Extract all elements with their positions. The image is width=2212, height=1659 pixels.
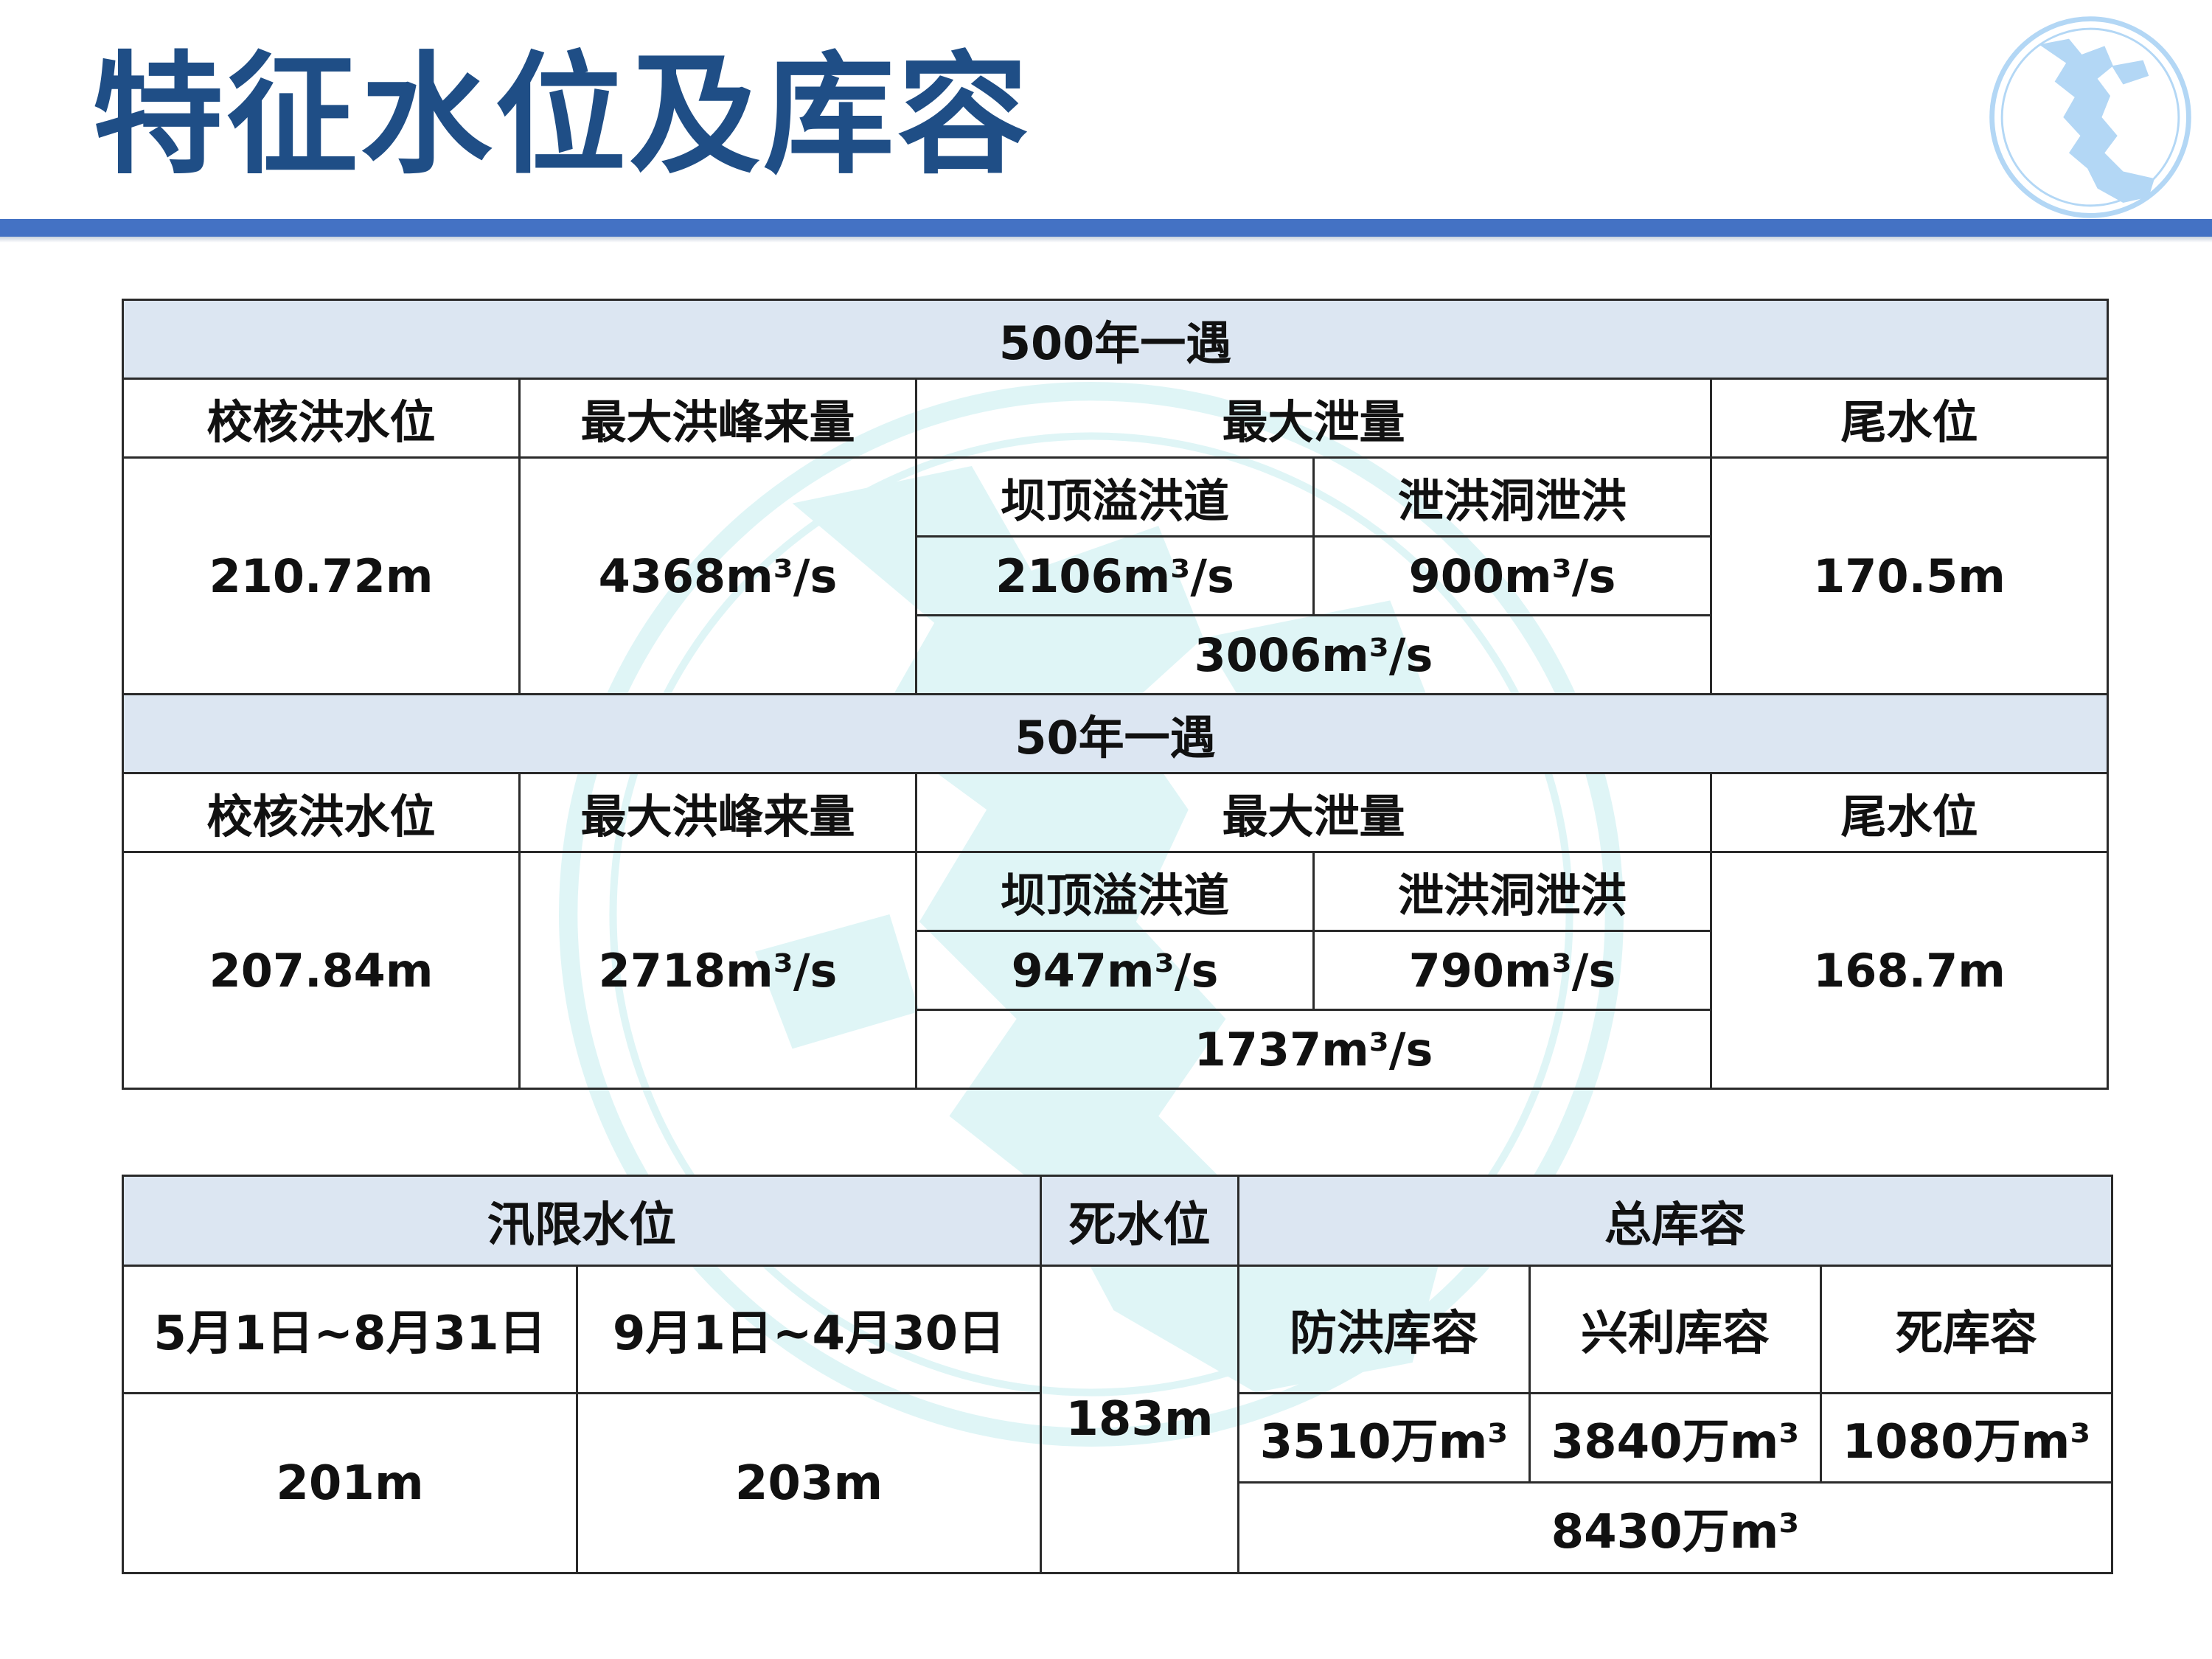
value-max-peak-inflow: 4368m³/s xyxy=(518,456,917,695)
value-non-flood-season-level: 203m xyxy=(576,1392,1042,1574)
value-flood-season-level: 201m xyxy=(122,1392,578,1574)
value-check-flood-level: 210.72m xyxy=(122,456,521,695)
header-total-storage: 总库容 xyxy=(1237,1175,2113,1267)
header-flood-limit-level: 汛限水位 xyxy=(122,1175,1042,1267)
header-max-discharge: 最大泄量 xyxy=(915,772,1712,853)
flood-characteristics-table: 500年一遇 校核洪水位 最大洪峰来量 最大泄量 尾水位 210.72m 436… xyxy=(121,299,2110,1090)
subheader-crest-spillway: 坝顶溢洪道 xyxy=(915,851,1315,932)
header-tailwater-level: 尾水位 xyxy=(1709,378,2110,459)
value-flood-tunnel: 900m³/s xyxy=(1312,535,1712,616)
header-max-discharge: 最大泄量 xyxy=(915,378,1712,459)
value-total-discharge: 3006m³/s xyxy=(915,614,1712,695)
header-max-peak-inflow: 最大洪峰来量 xyxy=(518,772,917,853)
label-flood-control-storage: 防洪库容 xyxy=(1237,1265,1531,1394)
value-tailwater-level: 168.7m xyxy=(1709,851,2110,1090)
value-flood-tunnel: 790m³/s xyxy=(1312,930,1712,1011)
value-dead-water-level: 183m xyxy=(1040,1265,1239,1574)
subheader-crest-spillway: 坝顶溢洪道 xyxy=(915,456,1315,538)
storage-capacity-table: 汛限水位 死水位 总库容 5月1日~8月31日 9月1日~4月30日 183m … xyxy=(122,1175,2113,1574)
value-max-peak-inflow: 2718m³/s xyxy=(518,851,917,1090)
period-non-flood-season: 9月1日~4月30日 xyxy=(576,1265,1042,1394)
value-beneficial-storage: 3840万m³ xyxy=(1528,1392,1822,1484)
value-flood-control-storage: 3510万m³ xyxy=(1237,1392,1531,1484)
period-flood-season: 5月1日~8月31日 xyxy=(122,1265,578,1394)
label-dead-storage: 死库容 xyxy=(1820,1265,2113,1394)
value-crest-spillway: 947m³/s xyxy=(915,930,1315,1011)
value-check-flood-level: 207.84m xyxy=(122,851,521,1090)
header-max-peak-inflow: 最大洪峰来量 xyxy=(518,378,917,459)
value-total-discharge: 1737m³/s xyxy=(915,1009,1712,1090)
label-beneficial-storage: 兴利库容 xyxy=(1528,1265,1822,1394)
page-title: 特征水位及库容 xyxy=(92,39,1032,192)
title-divider-shadow xyxy=(0,237,2212,243)
value-tailwater-level: 170.5m xyxy=(1709,456,2110,695)
title-divider xyxy=(0,219,2212,237)
subheader-flood-tunnel: 泄洪洞泄洪 xyxy=(1312,851,1712,932)
header-check-flood-level: 校核洪水位 xyxy=(122,378,521,459)
header-tailwater-level: 尾水位 xyxy=(1709,772,2110,853)
value-total-storage: 8430万m³ xyxy=(1237,1481,2113,1574)
return-period-50: 50年一遇 xyxy=(121,693,2110,774)
value-dead-storage: 1080万m³ xyxy=(1820,1392,2113,1484)
subheader-flood-tunnel: 泄洪洞泄洪 xyxy=(1312,456,1712,538)
header-dead-water-level: 死水位 xyxy=(1040,1175,1239,1267)
value-crest-spillway: 2106m³/s xyxy=(915,535,1315,616)
header-check-flood-level: 校核洪水位 xyxy=(122,772,521,853)
reservoir-logo-icon xyxy=(1989,16,2191,218)
return-period-500: 500年一遇 xyxy=(121,299,2110,380)
